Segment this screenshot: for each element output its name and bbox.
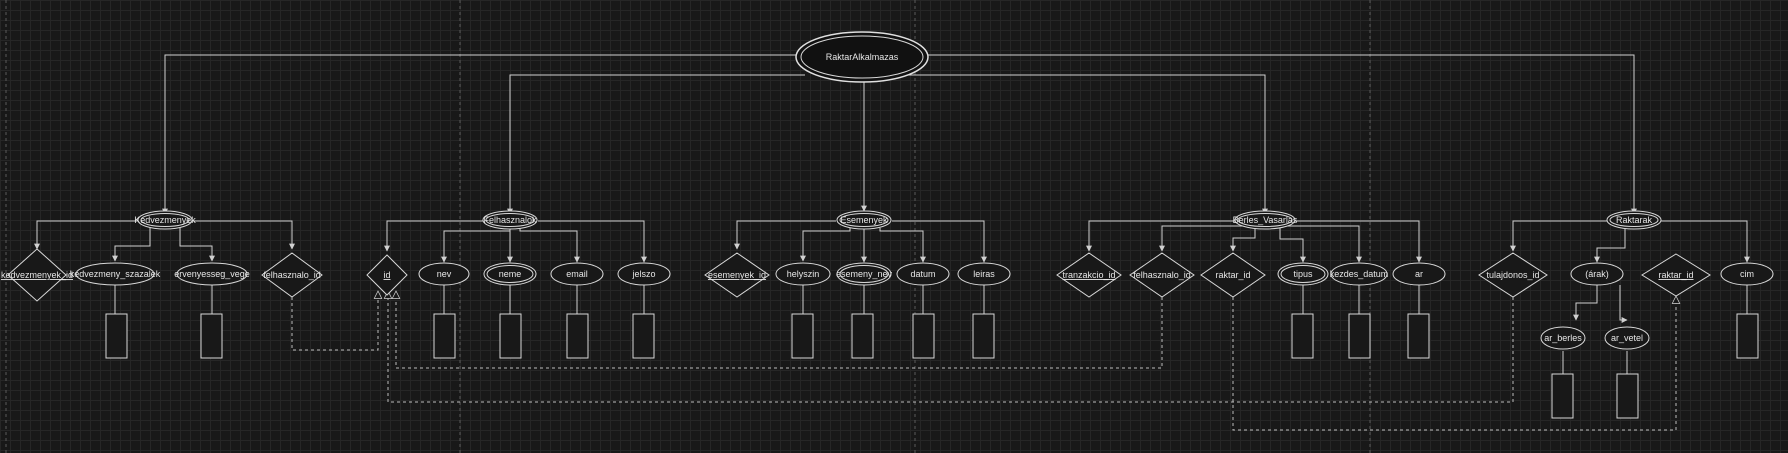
- value-box: [632, 313, 655, 359]
- attr-ar-berles[interactable]: ar_berles: [1540, 326, 1586, 350]
- entity-kedvezmenyek[interactable]: Kedvezmenyek: [134, 210, 196, 230]
- value-box: [1291, 313, 1314, 359]
- value-box: [105, 313, 128, 359]
- attr-kedvezmenyek-felhasznalo-id[interactable]: felhasznalo_id: [261, 252, 323, 298]
- entity-label: Esemenyek: [840, 215, 888, 225]
- entity-esemenyek[interactable]: Esemenyek: [836, 210, 892, 230]
- attr-label: kedvezmenyek_id: [1, 270, 73, 280]
- entity-felhasznalok[interactable]: Felhasznalok: [482, 210, 538, 230]
- attr-berles-raktar-id[interactable]: raktar_id: [1200, 252, 1266, 298]
- attr-ar[interactable]: ar: [1392, 262, 1446, 286]
- attr-label: helyszin: [787, 269, 820, 279]
- attr-kedvezmenyek-id[interactable]: kedvezmenyek_id: [1, 248, 73, 302]
- attr-leiras[interactable]: leiras: [957, 262, 1011, 286]
- attr-kedvezmeny-szazalek[interactable]: kedvezmeny_szazalek: [70, 262, 161, 286]
- value-box: [499, 313, 522, 359]
- value-box: [1407, 313, 1430, 359]
- attr-nev[interactable]: nev: [418, 262, 470, 286]
- attr-label: nev: [437, 269, 452, 279]
- value-box: [791, 313, 814, 359]
- attr-label: tulajdonos_id: [1486, 270, 1539, 280]
- attr-label: tranzakcio_id: [1062, 270, 1115, 280]
- root-edges: [162, 54, 1637, 215]
- value-box: [1616, 373, 1639, 419]
- value-box: [200, 313, 223, 359]
- attr-tipus[interactable]: tipus: [1277, 262, 1329, 286]
- attr-label: id: [383, 270, 390, 280]
- attr-helyszin[interactable]: helyszin: [775, 262, 831, 286]
- attr-tulajdonos-id[interactable]: tulajdonos_id: [1478, 252, 1548, 298]
- value-box: [972, 313, 995, 359]
- root-node[interactable]: RaktarAlkalmazas: [795, 31, 929, 83]
- entity-raktarak[interactable]: Raktarak: [1606, 210, 1662, 230]
- value-box: [433, 313, 456, 359]
- value-box: [912, 313, 935, 359]
- entity-berles-vasarlas[interactable]: Berles_Vasarlas: [1233, 210, 1298, 230]
- attr-label: neme: [499, 269, 522, 279]
- attr-berles-felhasznalo-id[interactable]: felhasznalo_id: [1129, 252, 1195, 298]
- entity-label: Kedvezmenyek: [134, 215, 196, 225]
- value-box: [1551, 373, 1574, 419]
- attr-ervenyesseg-vege[interactable]: ervenyesseg_vege: [174, 262, 250, 286]
- attr-label: esemenyek_id: [708, 270, 766, 280]
- attr-label: email: [566, 269, 588, 279]
- attr-ar-vetel[interactable]: ar_vetel: [1604, 326, 1650, 350]
- attr-label: raktar_id: [1658, 270, 1693, 280]
- attr-label: felhasznalo_id: [263, 270, 321, 280]
- attr-jelszo[interactable]: jelszo: [617, 262, 671, 286]
- value-stubs: [114, 285, 1748, 374]
- value-box: [1348, 313, 1371, 359]
- value-boxes: [105, 313, 1759, 419]
- attr-esemenyek-id[interactable]: esemenyek_id: [704, 252, 770, 298]
- attr-label: ar_vetel: [1611, 333, 1643, 343]
- attr-esemeny-nev[interactable]: esemeny_nev: [836, 262, 893, 286]
- entity-label: Raktarak: [1616, 215, 1653, 225]
- value-box: [566, 313, 589, 359]
- attr-label: cim: [1740, 269, 1754, 279]
- entity-label: Berles_Vasarlas: [1233, 215, 1298, 225]
- attr-email[interactable]: email: [550, 262, 604, 286]
- attr-label: ervenyesseg_vege: [174, 269, 250, 279]
- attr-cim[interactable]: cim: [1720, 262, 1774, 286]
- attr-label: kedvezmeny_szazalek: [70, 269, 161, 279]
- entity-label: Felhasznalok: [483, 215, 537, 225]
- attr-label: jelszo: [631, 269, 655, 279]
- attr-label: esemeny_nev: [836, 269, 893, 279]
- attr-label: raktar_id: [1215, 270, 1250, 280]
- attr-tranzakcio-id[interactable]: tranzakcio_id: [1056, 252, 1122, 298]
- attr-label: tipus: [1293, 269, 1313, 279]
- attr-label: (árak): [1585, 269, 1609, 279]
- attr-felhasznalok-id[interactable]: id: [366, 254, 408, 296]
- attr-arak[interactable]: (árak): [1570, 262, 1624, 286]
- attr-label: ar_berles: [1544, 333, 1582, 343]
- attr-label: kezdes_datum: [1330, 269, 1389, 279]
- attr-kezdes-datum[interactable]: kezdes_datum: [1330, 262, 1389, 286]
- value-box: [851, 313, 874, 359]
- attr-label: felhasznalo_id: [1133, 270, 1191, 280]
- root-label: RaktarAlkalmazas: [826, 52, 899, 62]
- foreign-key-references: [291, 291, 1676, 431]
- attr-neme[interactable]: neme: [483, 262, 537, 286]
- attr-raktarak-raktar-id[interactable]: raktar_id: [1641, 253, 1711, 297]
- attr-datum[interactable]: datum: [896, 262, 950, 286]
- attr-label: datum: [910, 269, 935, 279]
- value-box: [1736, 313, 1759, 359]
- attr-label: ar: [1415, 269, 1423, 279]
- attr-label: leiras: [973, 269, 995, 279]
